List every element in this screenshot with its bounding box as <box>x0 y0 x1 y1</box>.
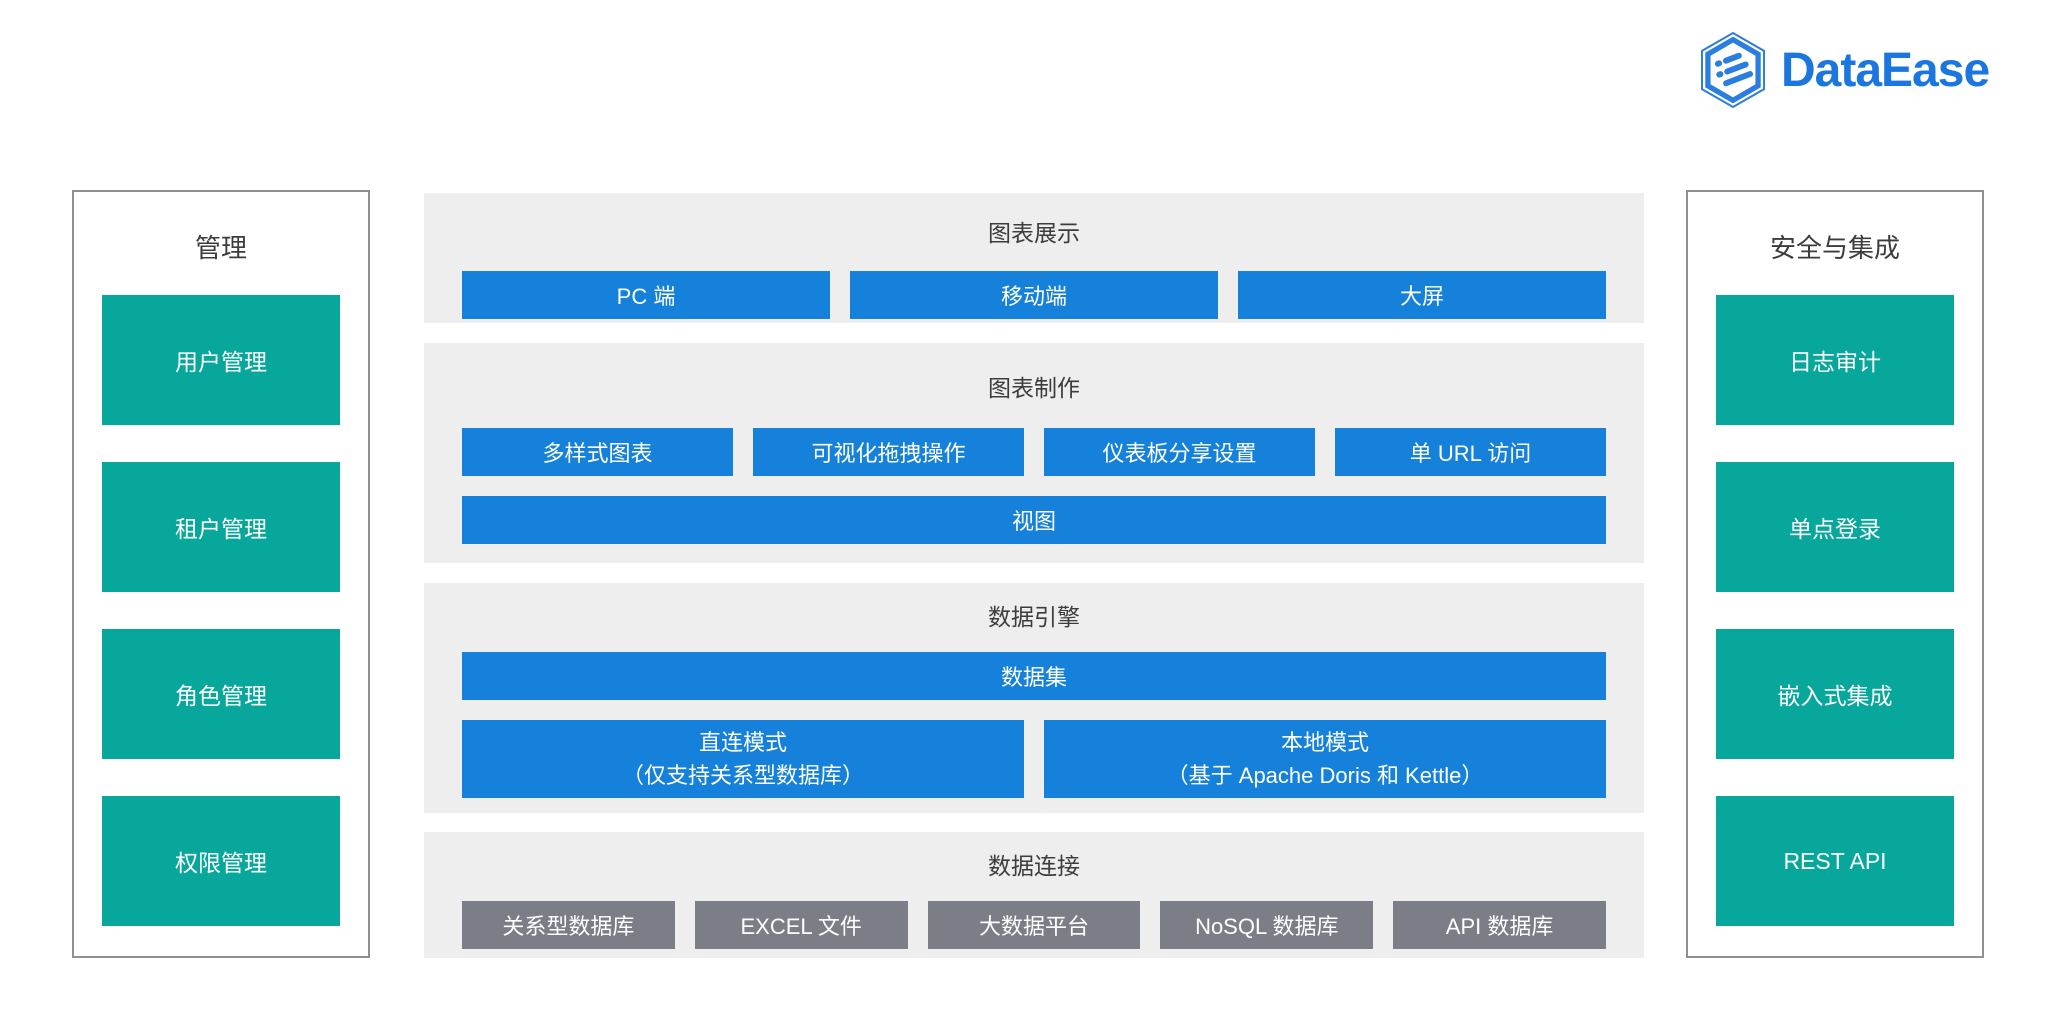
mode-note: （基于 Apache Doris 和 Kettle） <box>1166 763 1484 788</box>
block-dataset: 数据集 <box>462 652 1606 700</box>
section-chart-making: 图表制作 多样式图表 可视化拖拽操作 仪表板分享设置 单 URL 访问 视图 <box>424 343 1644 563</box>
security-integration-panel: 安全与集成 日志审计 单点登录 嵌入式集成 REST API <box>1686 190 1984 958</box>
mode-note: （仅支持关系型数据库） <box>621 763 864 788</box>
block-user-management: 用户管理 <box>102 295 340 425</box>
block-single-sign-on: 单点登录 <box>1716 462 1954 592</box>
section-data-engine: 数据引擎 数据集 直连模式 （仅支持关系型数据库） 本地模式 （基于 Apach… <box>424 583 1644 813</box>
chart-making-row: 多样式图表 可视化拖拽操作 仪表板分享设置 单 URL 访问 <box>462 428 1606 476</box>
hexagon-logo-icon <box>1700 31 1766 109</box>
block-visual-drag-drop: 可视化拖拽操作 <box>753 428 1024 476</box>
block-embedded-integration: 嵌入式集成 <box>1716 629 1954 759</box>
block-role-management: 角色管理 <box>102 629 340 759</box>
view-row: 视图 <box>462 496 1606 544</box>
block-rest-api: REST API <box>1716 796 1954 926</box>
engine-modes-row: 直连模式 （仅支持关系型数据库） 本地模式 （基于 Apache Doris 和… <box>462 720 1606 798</box>
mode-name: 本地模式 <box>1280 730 1369 755</box>
block-relational-database: 关系型数据库 <box>462 901 675 949</box>
security-integration-panel-boxes: 日志审计 单点登录 嵌入式集成 REST API <box>1688 295 1982 926</box>
block-single-url-access: 单 URL 访问 <box>1335 428 1606 476</box>
block-nosql-database: NoSQL 数据库 <box>1160 901 1374 949</box>
mode-name: 直连模式 <box>698 730 787 755</box>
block-view: 视图 <box>462 496 1606 544</box>
block-dashboard-sharing: 仪表板分享设置 <box>1044 428 1315 476</box>
block-log-audit: 日志审计 <box>1716 295 1954 425</box>
block-api-database: API 数据库 <box>1393 901 1606 949</box>
brand-name: DataEase <box>1781 43 1990 97</box>
section-title: 数据引擎 <box>988 604 1080 630</box>
block-local-mode: 本地模式 （基于 Apache Doris 和 Kettle） <box>1044 720 1606 798</box>
block-permission-management: 权限管理 <box>102 796 340 926</box>
section-chart-display: 图表展示 PC 端 移动端 大屏 <box>424 193 1644 323</box>
management-panel-boxes: 用户管理 租户管理 角色管理 权限管理 <box>74 295 368 926</box>
section-data-connect: 数据连接 关系型数据库 EXCEL 文件 大数据平台 NoSQL 数据库 API… <box>424 832 1644 958</box>
block-excel-file: EXCEL 文件 <box>694 901 908 949</box>
section-title: 图表展示 <box>988 220 1080 246</box>
security-integration-panel-title: 安全与集成 <box>1769 233 1900 263</box>
dataease-logo: DataEase <box>1700 30 1990 110</box>
block-tenant-management: 租户管理 <box>102 462 340 592</box>
chart-display-row: PC 端 移动端 大屏 <box>462 271 1606 319</box>
dataset-row: 数据集 <box>462 652 1606 700</box>
block-direct-connect-mode: 直连模式 （仅支持关系型数据库） <box>462 720 1024 798</box>
section-title: 图表制作 <box>988 375 1080 401</box>
block-multi-style-charts: 多样式图表 <box>462 428 733 476</box>
block-big-screen: 大屏 <box>1238 271 1606 319</box>
block-mobile-client: 移动端 <box>850 271 1218 319</box>
block-pc-client: PC 端 <box>462 271 830 319</box>
block-big-data-platform: 大数据平台 <box>927 901 1141 949</box>
management-panel-title: 管理 <box>194 233 247 263</box>
section-title: 数据连接 <box>988 853 1080 879</box>
data-connect-row: 关系型数据库 EXCEL 文件 大数据平台 NoSQL 数据库 API 数据库 <box>462 901 1606 949</box>
management-panel: 管理 用户管理 租户管理 角色管理 权限管理 <box>72 190 370 958</box>
